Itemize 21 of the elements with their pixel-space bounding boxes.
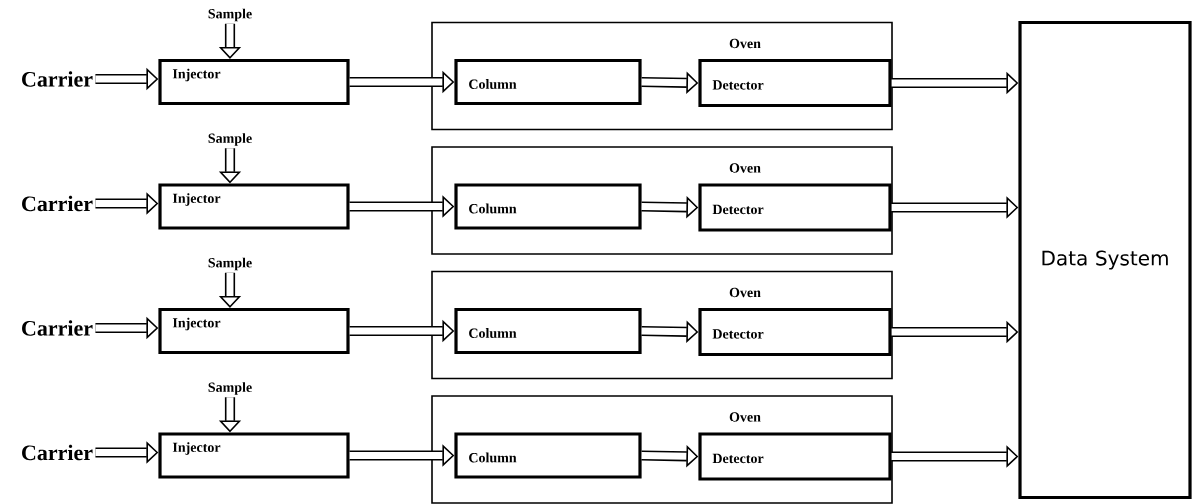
sample-label: Sample bbox=[208, 257, 252, 271]
process-box: Injector bbox=[158, 307, 350, 355]
carrier-label: Carrier bbox=[22, 71, 93, 87]
process-box: Column bbox=[454, 58, 642, 106]
carrier-label: Carrier bbox=[22, 195, 93, 212]
process-box: Detector bbox=[698, 432, 892, 481]
process-box: Column bbox=[454, 307, 642, 355]
carrier-label: Carrier bbox=[22, 444, 93, 461]
process-box: Detector bbox=[698, 307, 892, 357]
process-box: Injector bbox=[158, 432, 350, 479]
process-box: Injector bbox=[158, 183, 350, 230]
process-box: Column bbox=[454, 183, 642, 230]
process-box: Injector bbox=[158, 58, 350, 106]
data-system-box: Data System bbox=[1018, 20, 1192, 500]
process-box: Detector bbox=[698, 58, 892, 108]
process-box: Detector bbox=[698, 183, 892, 232]
sample-label: Sample bbox=[208, 133, 252, 146]
process-box: Column bbox=[454, 432, 642, 479]
carrier-label: Carrier bbox=[22, 320, 93, 336]
sample-label: Sample bbox=[208, 382, 252, 395]
sample-label: Sample bbox=[208, 8, 252, 22]
